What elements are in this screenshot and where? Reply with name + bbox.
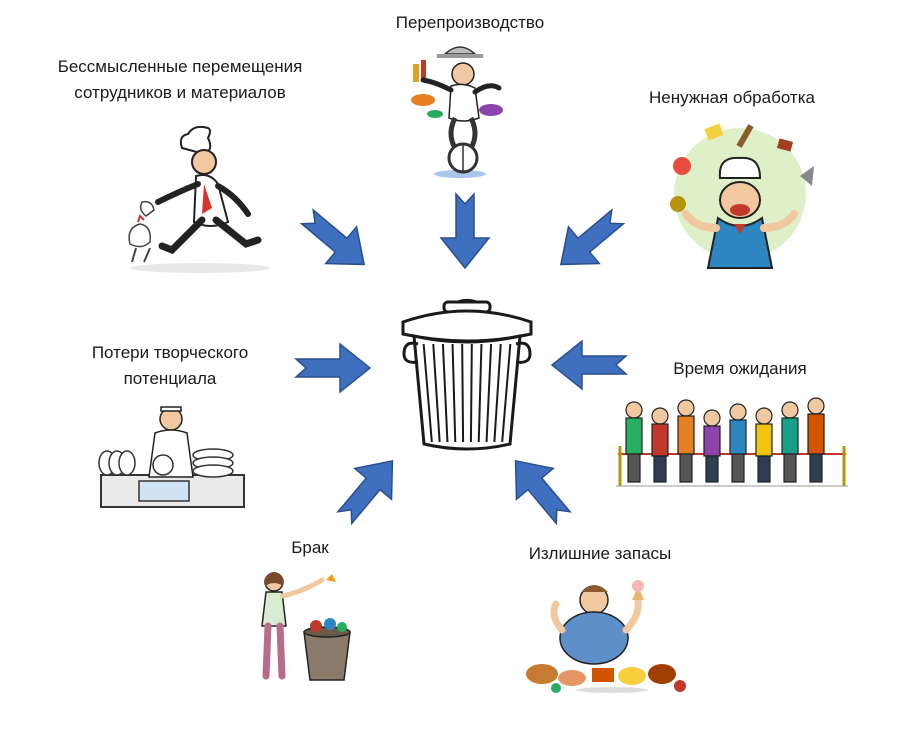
label-unnecessary-motion-line1: Бессмысленные перемещения [57, 57, 303, 76]
arrows-group [294, 192, 628, 526]
trash-bin-rib [493, 343, 502, 443]
label-overprocessing: Ненужная обработка [649, 88, 815, 107]
trash-bin-rib [461, 343, 465, 443]
label-inventory: Излишние запасы [528, 544, 672, 563]
trash-bin-rib [477, 343, 483, 443]
trash-bin-rib [432, 343, 441, 443]
label-unnecessary-motion-line2: сотрудников и материалов [74, 83, 286, 102]
arrow-from-inventory [514, 459, 572, 526]
queue-people-icon [616, 397, 848, 487]
overeating-man-icon [526, 580, 686, 693]
arrow-from-waiting [550, 339, 628, 391]
arrow-from-creative-loss [294, 342, 372, 394]
arrow-from-motion [299, 208, 366, 266]
juggling-chef-icon [670, 123, 814, 269]
label-creative-loss: Потери творческого потенциала [60, 340, 280, 392]
trash-bin-ribs [422, 343, 512, 443]
dishwasher-icon [98, 406, 245, 508]
label-creative-loss-line2: потенциала [123, 369, 217, 388]
label-overproduction: Перепроизводство [395, 13, 545, 32]
trash-bin-rib [501, 343, 512, 443]
woman-trash-icon [261, 572, 351, 681]
label-creative-loss-line1: Потери творческого [91, 343, 249, 362]
trash-bin-rib [422, 343, 433, 443]
trash-bin-rib [485, 343, 493, 443]
arrow-from-overproduction [439, 192, 491, 270]
label-waiting: Время ожидания [673, 359, 807, 378]
arrow-from-defects [336, 459, 394, 526]
trash-bin-icon [401, 299, 533, 451]
label-defects: Брак [291, 538, 329, 557]
running-cook-icon [128, 125, 270, 273]
trash-bin-rib [451, 343, 457, 443]
trash-bin-rib [469, 343, 473, 443]
label-unnecessary-motion: Бессмысленные перемещения сотрудников и … [22, 54, 338, 106]
trash-bin-rib [441, 343, 449, 443]
unicycle-waiter-icon [411, 46, 503, 178]
arrow-from-overprocessing [559, 208, 626, 266]
